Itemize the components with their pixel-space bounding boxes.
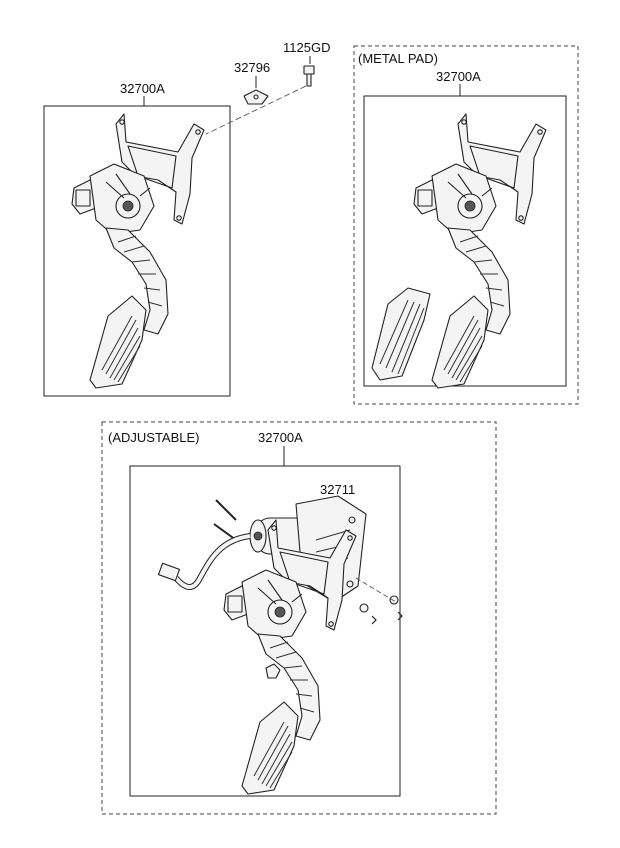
assembly-axis-line [205, 85, 307, 135]
accelerator-pedal-icon [71, 113, 205, 389]
metal-pad-icon [371, 287, 431, 381]
cable-harness-icon [157, 533, 251, 590]
label-actuator: 32711 [320, 482, 355, 497]
label-left-assy: 32700A [120, 81, 165, 96]
label-metal-pad-title: (METAL PAD) [358, 51, 438, 66]
label-metal-pad-assy: 32700A [436, 69, 481, 84]
accelerator-pedal-icon [223, 519, 357, 795]
label-adjustable-assy: 32700A [258, 430, 303, 445]
label-bracket-plate: 32796 [234, 60, 270, 75]
bolt-icon [213, 499, 237, 541]
nut-icon [359, 595, 403, 625]
adjustable-group-box [101, 421, 497, 815]
label-bolt: 1125GD [283, 40, 330, 55]
metal-pad-group-box [353, 45, 579, 405]
accelerator-pedal-icon [413, 113, 547, 389]
left-assy-box [43, 105, 231, 397]
nut-icon [265, 663, 281, 679]
label-adjustable-title: (ADJUSTABLE) [108, 430, 200, 445]
metal-pad-assy-box [363, 95, 567, 387]
bolt-icon [303, 65, 315, 87]
adjustable-assy-box [129, 465, 401, 797]
plate-icon [243, 89, 269, 105]
